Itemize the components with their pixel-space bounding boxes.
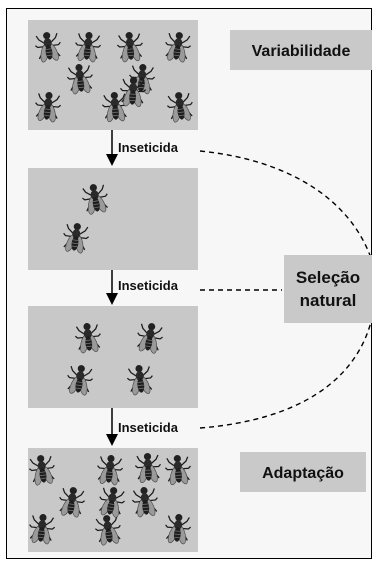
dashed-connector-bottom [199, 321, 372, 429]
insecticide-label-3: Inseticida [118, 420, 179, 435]
variabilidade-label: Variabilidade [252, 43, 351, 60]
adaptacao-label: Adaptação [262, 465, 344, 482]
stage-panel-2 [28, 168, 198, 270]
selecao-natural-box [284, 255, 372, 323]
adaptacao-box [240, 452, 366, 492]
selecao-label-line1: Seleção [296, 268, 360, 287]
insecticide-label-2: Inseticida [118, 278, 179, 293]
dashed-connector-top [199, 150, 372, 259]
insecticide-label-1: Inseticida [118, 140, 179, 155]
selecao-label-line2: natural [300, 291, 357, 310]
stage-panel-3 [28, 306, 198, 408]
variabilidade-box [230, 30, 372, 70]
